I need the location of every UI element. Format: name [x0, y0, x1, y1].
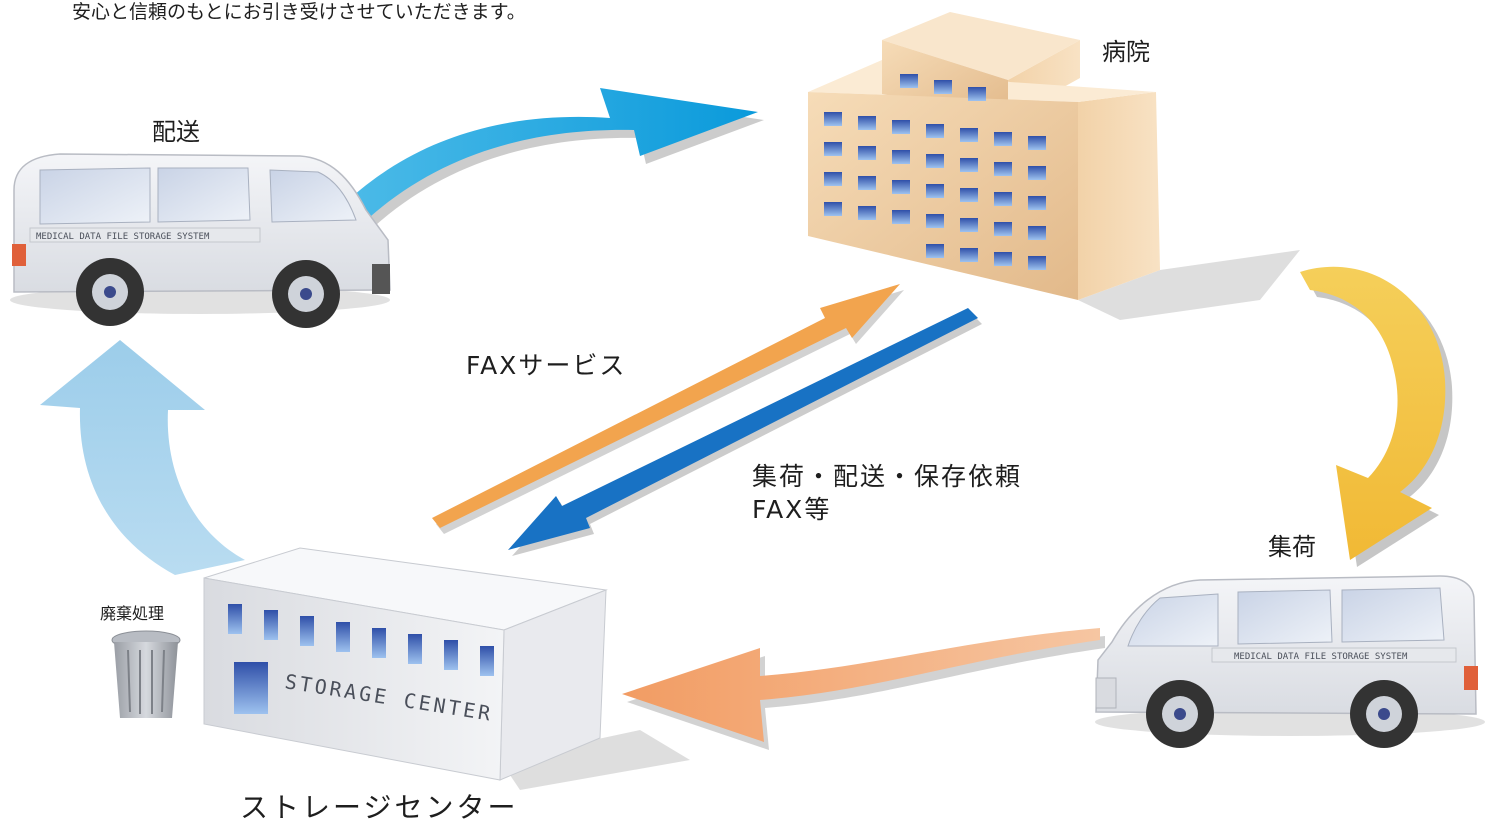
label-request-line2: FAX等 [752, 495, 832, 524]
label-hospital: 病院 [1102, 38, 1150, 66]
storage-windows [228, 604, 494, 676]
van-side-text-right: MEDICAL DATA FILE STORAGE SYSTEM [1234, 652, 1408, 662]
van-side-text-left: MEDICAL DATA FILE STORAGE SYSTEM [36, 232, 210, 242]
label-fax-service: FAXサービス [466, 351, 627, 380]
arrow-hospital-to-pickup [1300, 266, 1453, 567]
arrow-delivery-to-hospital [340, 88, 764, 234]
label-request-line1: 集荷・配送・保存依頼 [752, 462, 1023, 491]
delivery-van: MEDICAL DATA FILE STORAGE SYSTEM [10, 153, 391, 328]
storage-door [234, 662, 268, 714]
hospital-building [808, 12, 1300, 320]
label-request: 集荷・配送・保存依頼 FAX等 [752, 460, 1022, 526]
hospital-windows [824, 74, 1046, 270]
label-pickup: 集荷 [1268, 533, 1316, 561]
arrow-fax-service [432, 284, 904, 534]
label-delivery: 配送 [152, 118, 200, 146]
arrow-fax-request [508, 308, 982, 556]
storage-center-building: STORAGE CENTER [203, 547, 690, 790]
arrow-storage-to-delivery [40, 340, 245, 575]
label-disposal: 廃棄処理 [100, 604, 165, 623]
label-storage-center: ストレージセンター [240, 791, 519, 824]
pickup-van: MEDICAL DATA FILE STORAGE SYSTEM [1095, 575, 1485, 748]
arrow-pickup-to-storage [622, 628, 1105, 750]
trash-can-icon [111, 630, 181, 718]
intro-text: 安心と信頼のもとにお引き受けさせていただきます。 [72, 1, 526, 23]
